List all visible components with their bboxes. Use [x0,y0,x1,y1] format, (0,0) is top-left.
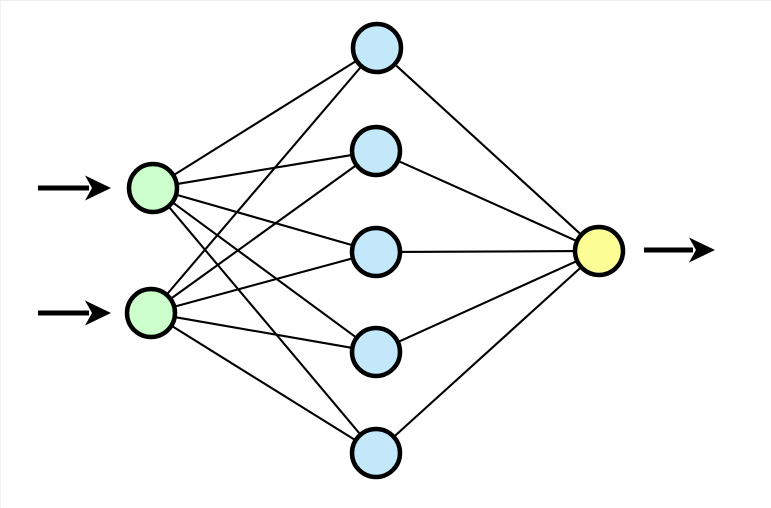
node-i1-input[interactable] [126,161,180,215]
node-i2-input[interactable] [124,286,178,340]
edge-h5-to-o1 [391,265,584,439]
edge-i2-to-h2 [168,163,359,301]
node-o1-output[interactable] [572,224,626,278]
node-h4-hidden[interactable] [349,325,403,379]
edge-i2-to-h3 [172,256,355,309]
edge-i2-to-h5 [169,323,358,443]
nodes-group [124,21,626,480]
io-arrows-group [38,175,715,326]
output-arrow-1 [644,237,715,263]
node-h2-hidden[interactable] [349,124,403,178]
edge-i1-to-h1 [171,59,359,177]
output-arrow-1-head [689,237,715,263]
edge-h3-to-o1 [398,250,577,253]
edges-group [164,59,584,443]
input-arrow-1 [38,175,111,201]
input-arrow-1-head [85,175,111,201]
edge-i1-to-h5 [166,204,363,437]
node-h3-hidden[interactable] [349,225,403,279]
node-h1-hidden[interactable] [350,21,404,75]
input-arrow-2 [38,300,111,326]
edge-h4-to-o1 [396,259,579,344]
edge-i2-to-h1 [164,64,364,297]
edge-h2-to-o1 [396,159,579,243]
edge-i1-to-h3 [174,193,355,247]
edge-i1-to-h2 [175,153,354,186]
input-arrow-2-head [85,300,111,326]
node-h5-hidden[interactable] [349,426,403,480]
edge-i1-to-h4 [170,200,359,340]
edge-h1-to-o1 [392,62,584,237]
edge-i2-to-h4 [172,315,355,350]
